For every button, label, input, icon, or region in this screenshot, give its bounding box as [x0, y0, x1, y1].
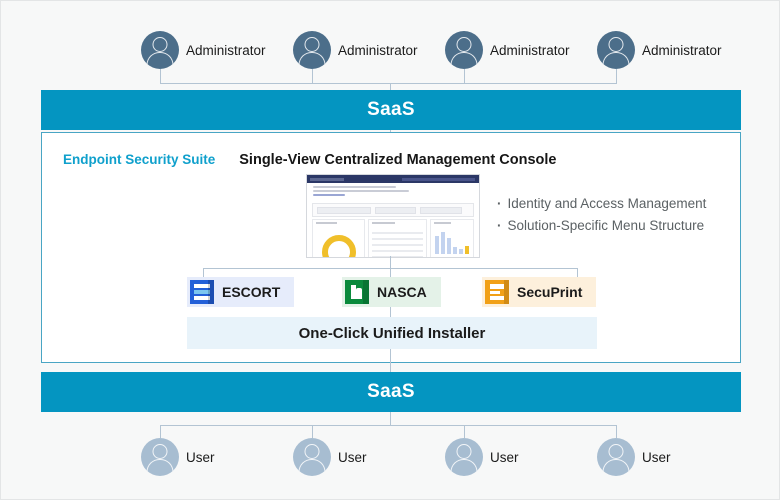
avatar	[141, 438, 179, 476]
actor-user-2: User	[293, 438, 367, 476]
avatar	[293, 438, 331, 476]
avatar	[293, 31, 331, 69]
connector-admin-2	[312, 69, 313, 83]
console-topbar	[307, 175, 479, 183]
actor-label: Administrator	[642, 42, 722, 58]
connector-admin-1	[160, 69, 161, 83]
connector-product-nasca	[390, 268, 391, 277]
connector-console-down	[390, 256, 391, 268]
actor-administrator-3: Administrator	[445, 31, 570, 69]
connector-installer-down	[390, 349, 391, 364]
actor-user-1: User	[141, 438, 215, 476]
connector-admin-4	[616, 69, 617, 83]
actor-label: Administrator	[186, 42, 266, 58]
actor-user-4: User	[597, 438, 671, 476]
connector-admin-to-saas	[390, 83, 391, 90]
connector-user-2	[312, 425, 313, 438]
connector-admin-bus	[160, 83, 617, 84]
console-notice	[307, 183, 479, 201]
actor-user-3: User	[445, 438, 519, 476]
connector-panel-to-saas-bottom	[390, 363, 391, 372]
console-donut-widget	[312, 219, 366, 257]
avatar	[141, 31, 179, 69]
connector-saas-bottom-down	[390, 412, 391, 425]
connector-products-to-installer	[390, 307, 391, 317]
actor-administrator-4: Administrator	[597, 31, 722, 69]
connector-user-1	[160, 425, 161, 438]
product-name: ESCORT	[222, 284, 281, 300]
connector-user-3	[464, 425, 465, 438]
nasca-letter-n-icon	[345, 280, 369, 304]
avatar	[445, 31, 483, 69]
connector-admin-3	[464, 69, 465, 83]
installer-label: One-Click Unified Installer	[298, 324, 486, 342]
actor-label: Administrator	[490, 42, 570, 58]
feature-item: Solution-Specific Menu Structure	[497, 215, 706, 237]
donut-chart	[321, 235, 356, 257]
console-widgets	[307, 219, 479, 257]
endpoint-security-suite-panel: Endpoint Security Suite Single-View Cent…	[41, 132, 741, 364]
saas-bar-top: SaaS	[41, 90, 741, 130]
avatar	[445, 438, 483, 476]
escort-bars-icon	[190, 280, 214, 304]
saas-label: SaaS	[367, 381, 415, 402]
connector-user-4	[616, 425, 617, 438]
product-badge-escort[interactable]: ESCORT	[187, 277, 295, 307]
saas-bar-bottom: SaaS	[41, 372, 741, 412]
connector-product-secuprint	[577, 268, 578, 277]
actor-label: User	[338, 449, 367, 465]
actor-administrator-1: Administrator	[141, 31, 266, 69]
panel-title: Single-View Centralized Management Conso…	[239, 152, 557, 168]
product-name: SecuPrint	[517, 284, 583, 300]
one-click-unified-installer[interactable]: One-Click Unified Installer	[187, 317, 597, 349]
saas-label: SaaS	[367, 99, 415, 120]
product-badge-secuprint[interactable]: SecuPrint	[482, 277, 597, 307]
actor-label: User	[490, 449, 519, 465]
avatar	[597, 31, 635, 69]
bar-chart	[434, 228, 469, 254]
console-bar-widget	[429, 219, 474, 257]
actor-label: User	[642, 449, 671, 465]
product-name: NASCA	[377, 284, 427, 300]
panel-feature-list: Identity and Access Management Solution-…	[497, 193, 707, 237]
management-console-screenshot	[306, 174, 480, 258]
product-badge-nasca[interactable]: NASCA	[342, 277, 441, 307]
actor-label: Administrator	[338, 42, 418, 58]
connector-product-escort	[203, 268, 204, 277]
actor-administrator-2: Administrator	[293, 31, 418, 69]
avatar	[597, 438, 635, 476]
console-table-widget	[368, 219, 427, 257]
panel-header: Endpoint Security Suite Single-View Cent…	[63, 152, 556, 168]
feature-item: Identity and Access Management	[497, 193, 707, 215]
suite-tag: Endpoint Security Suite	[63, 152, 216, 167]
connector-user-bus	[160, 425, 617, 426]
console-filter-bar	[312, 203, 474, 217]
secuprint-doc-icon	[485, 280, 509, 304]
actor-label: User	[186, 449, 215, 465]
